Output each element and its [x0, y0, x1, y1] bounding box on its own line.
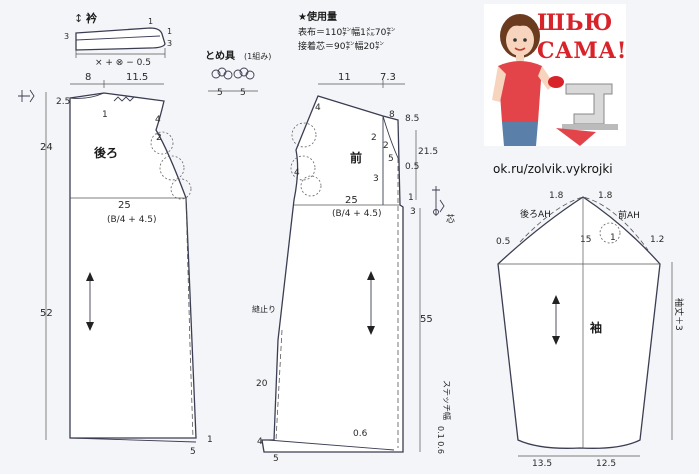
- sleeve-hem-left: 13.5: [532, 459, 552, 469]
- brand-logo: [484, 4, 626, 146]
- front-stitch-vals: 0.1 0.6: [436, 426, 445, 454]
- front-hem-num: 5: [273, 454, 279, 464]
- front-stitch-label: ステッチ幅: [442, 380, 452, 420]
- back-name: 後ろ: [94, 145, 118, 160]
- seamstress-illustration-icon: [492, 14, 618, 146]
- collar-num: 1: [148, 17, 153, 26]
- fastener-sub: (1組み): [244, 51, 271, 61]
- grain-arrow-icon: [86, 272, 94, 331]
- materials-heading: ★使用量: [298, 10, 337, 23]
- materials-block: ★使用量 表布＝110㌢幅1㍍70㌢ 接着芯＝90㌢幅20㌢: [298, 10, 395, 52]
- back-bodice: 8 11.5 2.5 1 4 2 24 52 後ろ 25 (B/4 + 4.5)…: [18, 72, 213, 457]
- sleeve-num: 0.5: [496, 237, 510, 247]
- site-url[interactable]: ok.ru/zolvik.vykrojki: [493, 162, 613, 176]
- front-num: 4: [315, 103, 321, 113]
- front-num: 0.5: [405, 162, 419, 172]
- collar-piece: 衿 ↕ × + ⊗ − 0.5 3 1 1 3: [64, 11, 172, 68]
- sleeve-back-ah: 後ろAH: [520, 208, 551, 220]
- front-num: 3: [373, 174, 379, 184]
- sleeve-side-label: 袖丈＋3: [673, 298, 685, 331]
- fastener-knot-icon: [211, 67, 255, 80]
- back-bust-formula: (B/4 + 4.5): [107, 215, 157, 225]
- fastener-right: 5: [240, 88, 246, 98]
- back-hem-num2: 5: [190, 447, 196, 457]
- front-top-right: 7.3: [380, 72, 396, 83]
- back-armhole-num2: 2: [156, 133, 162, 143]
- back-shoulder-drop: 2.5: [56, 97, 70, 107]
- front-core-label: 芯: [446, 213, 455, 225]
- front-slit-label: 縫止り: [252, 304, 276, 314]
- front-name: 前: [350, 150, 362, 165]
- front-num: 1: [408, 193, 414, 203]
- front-num: 2: [371, 133, 377, 143]
- fastener-title: とめ具: [205, 50, 235, 62]
- sleeve-num: 1.8: [549, 191, 564, 201]
- back-top-right: 11.5: [126, 72, 148, 83]
- logo-line2: САМА!: [537, 38, 627, 64]
- logo-line1: ШЬЮ: [537, 10, 613, 36]
- collar-num: 1: [167, 27, 172, 36]
- sleeve-front-ah: 前AH: [618, 209, 640, 221]
- collar-width-formula: × + ⊗ − 0.5: [95, 58, 151, 68]
- sleeve-cap-height: 15: [580, 235, 591, 245]
- fastener-left: 5: [217, 88, 223, 98]
- collar-num: 3: [167, 39, 172, 48]
- front-hem-num: 4: [257, 437, 263, 447]
- front-bodice: 11 7.3 4 8 8.5 2 2 5 21.5 0.5 3 1 3 4 前 …: [252, 72, 455, 464]
- back-top-left: 8: [85, 72, 91, 83]
- front-bust: 25: [345, 195, 358, 206]
- back-neck-num: 1: [102, 110, 108, 120]
- front-num: 21.5: [418, 147, 438, 157]
- sleeve-hem-right: 12.5: [596, 459, 616, 469]
- collar-num: 3: [64, 32, 69, 41]
- back-bust: 25: [118, 200, 131, 211]
- grain-arrow-icon: [367, 271, 375, 335]
- sleeve-name: 袖: [590, 320, 602, 335]
- front-num: 5: [388, 154, 394, 164]
- collar-title: 衿: [86, 11, 97, 25]
- sleeve: 袖 後ろAH 前AH 1.8 1.8 0.5 1.2 15 1 袖丈＋3 13.…: [496, 191, 685, 469]
- front-num: 8: [389, 110, 395, 120]
- materials-line1: 表布＝110㌢幅1㍍70㌢: [298, 26, 395, 38]
- front-num: 3: [410, 207, 416, 217]
- front-num: 8.5: [405, 114, 419, 124]
- sleeve-num: 1.2: [650, 235, 664, 245]
- front-hem-num: 0.6: [353, 429, 368, 439]
- sleeve-num: 1: [610, 233, 616, 243]
- hanger-loop-icon: [18, 89, 35, 103]
- materials-line2: 接着芯＝90㌢幅20㌢: [298, 40, 384, 52]
- grain-arrow-icon: ↕: [74, 12, 83, 25]
- fastener: とめ具 (1組み) 5 5: [205, 50, 271, 98]
- snap-button-icon: [432, 186, 445, 216]
- back-armhole-num1: 4: [155, 115, 161, 125]
- front-length: 55: [420, 314, 433, 325]
- back-length-lower: 52: [40, 308, 53, 319]
- back-length-upper: 24: [40, 142, 53, 153]
- front-slit-len: 20: [256, 379, 268, 389]
- back-hem-num1: 1: [207, 435, 213, 445]
- front-bust-formula: (B/4 + 4.5): [332, 209, 382, 219]
- front-top-left: 11: [338, 72, 351, 83]
- grain-arrow-icon: [552, 295, 560, 345]
- front-num: 4: [294, 168, 300, 178]
- sleeve-num: 1.8: [598, 191, 613, 201]
- front-num: 2: [383, 141, 389, 151]
